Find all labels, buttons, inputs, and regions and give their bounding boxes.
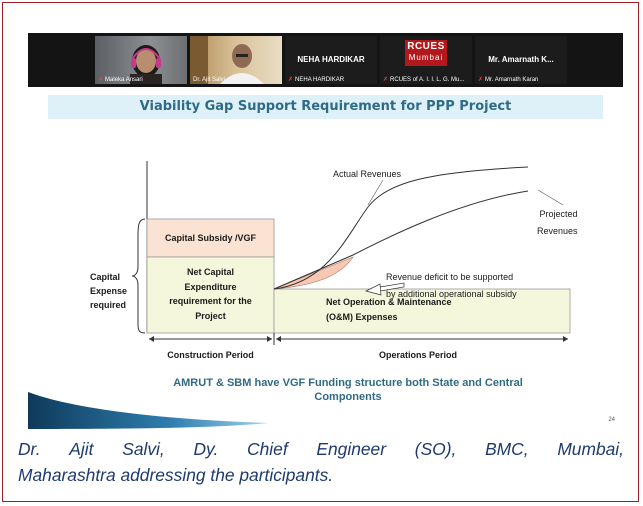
slide-title: Viability Gap Support Requirement for PP… [139, 99, 512, 114]
vgf-diagram [28, 161, 571, 429]
participant-tile-ajit[interactable]: Dr. Ajit Salvi [190, 36, 282, 84]
caption-line-1: Dr. Ajit Salvi, Dy. Chief Engineer (SO),… [18, 439, 624, 459]
meeting-screenshot: ✗Maleka Ansari Dr. Ajit Salvi NEHA HARDI… [28, 33, 623, 429]
participant-tile-maleka[interactable]: ✗Maleka Ansari [95, 36, 187, 84]
construction-period-label: Construction Period [167, 350, 254, 360]
revenue-deficit-label: Revenue deficit to be supported by addit… [386, 272, 517, 299]
participant-name-label: ✗Maleka Ansari [98, 77, 143, 83]
om-expenses-box [273, 288, 571, 334]
actual-revenues-pointer [367, 179, 384, 206]
participant-display-name: NEHA HARDIKAR [297, 55, 365, 64]
participant-tile-neha[interactable]: NEHA HARDIKAR ✗NEHA HARDIKAR [285, 36, 377, 84]
mic-muted-icon: ✗ [383, 77, 389, 83]
projected-revenues-pointer [537, 189, 564, 206]
om-expenses-label: Net Operation & Maintenance (O&M) Expens… [326, 297, 452, 322]
participant-name-label: ✗NEHA HARDIKAR [288, 77, 345, 83]
actual-revenues-curve [273, 166, 529, 290]
mic-muted-icon: ✗ [288, 77, 294, 83]
participant-name-label: ✗Mr. Amarnath Karan [478, 77, 539, 83]
mic-muted-icon: ✗ [478, 77, 484, 83]
participant-name-label: ✗RCUES of A. I. I. L. G. Mu... [383, 77, 465, 83]
participant-tile-rcues[interactable]: RCUES Mumbai ✗RCUES of A. I. I. L. G. Mu… [380, 36, 472, 84]
shared-slide: Viability Gap Support Requirement for PP… [28, 87, 623, 429]
participant-name-label: Dr. Ajit Salvi [193, 77, 226, 83]
slide-page-number: 24 [608, 417, 615, 423]
net-capital-box [146, 256, 275, 334]
mic-muted-icon: ✗ [98, 77, 104, 83]
capital-bracket [131, 218, 146, 334]
capital-expense-label: Capital Expense required [90, 272, 128, 310]
decorative-swoosh [28, 392, 268, 429]
deficit-arrow-head [365, 283, 382, 296]
operations-period-label: Operations Period [378, 350, 458, 360]
slide-title-bar: Viability Gap Support Requirement for PP… [48, 95, 603, 119]
participant-tile-amarnath[interactable]: Mr. Amarnath K... ✗Mr. Amarnath Karan [475, 36, 567, 84]
page-frame [2, 2, 639, 502]
participant-strip: ✗Maleka Ansari Dr. Ajit Salvi NEHA HARDI… [28, 33, 623, 87]
capital-subsidy-label: Capital Subsidy /VGF [164, 233, 256, 243]
net-capital-label: Net Capital Expenditure requirement for … [169, 267, 252, 321]
rcues-logo: RCUES Mumbai [405, 40, 447, 66]
caption-line-2: Maharashtra addressing the participants. [18, 465, 334, 485]
participant-display-name: Mr. Amarnath K... [488, 55, 554, 64]
participant-video-image [190, 36, 264, 84]
actual-revenues-label: Actual Revenues [333, 169, 402, 179]
photo-caption: Dr. Ajit Salvi, Dy. Chief Engineer (SO),… [18, 436, 624, 488]
projected-revenues-label: Projected Revenues [537, 209, 578, 236]
projected-revenues-curve [273, 190, 529, 290]
slide-footer: AMRUT & SBM have VGF Funding structure b… [173, 377, 523, 403]
participant-video-image [130, 45, 162, 84]
